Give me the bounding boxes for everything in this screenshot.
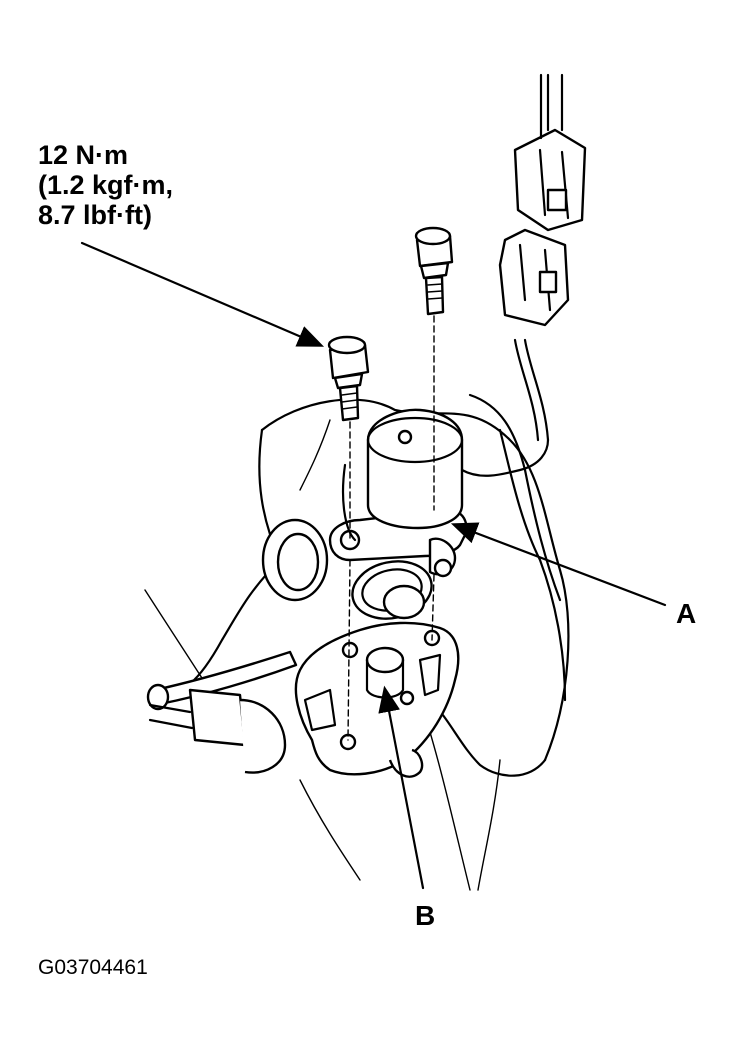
callout-label-b: B: [415, 900, 436, 931]
torque-leader-line: [80, 241, 325, 347]
hose: [146, 650, 298, 774]
callout-b-leader-line: [378, 685, 425, 890]
torque-spec-lbfft: 8.7 lbf·ft): [38, 200, 152, 230]
mounting-bolt-left: [327, 335, 370, 422]
torque-spec: 12 N·m (1.2 kgf·m, 8.7 lbf·ft): [38, 140, 173, 230]
bolt-center-line-left: [347, 421, 351, 741]
bolt-center-line-right: [431, 315, 435, 641]
torque-spec-nm: 12 N·m: [38, 140, 129, 170]
mounting-bolt-right: [414, 226, 454, 316]
vtc-solenoid-valve: [328, 408, 550, 578]
torque-spec-kgfm: (1.2 kgf·m,: [38, 170, 174, 200]
callout-a-leader-line: [450, 522, 667, 607]
o-ring-gasket: [351, 560, 433, 620]
valve-body: [294, 621, 460, 778]
wire-harness-connector: [498, 73, 587, 442]
housing-boss: [261, 518, 329, 602]
callout-label-a: A: [676, 598, 697, 629]
figure-id: G03704461: [38, 956, 148, 979]
